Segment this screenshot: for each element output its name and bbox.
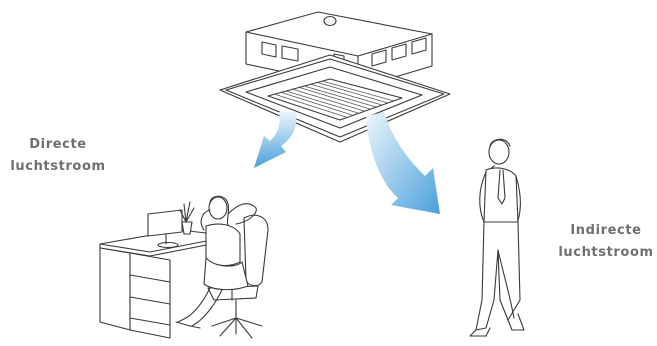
seated-woman-icon (175, 195, 269, 339)
direct-airflow-label-line1: Directe (29, 137, 87, 152)
cassette-air-conditioner-icon (219, 11, 451, 143)
plant-icon (179, 201, 195, 235)
direct-airflow-label-line2: luchtstroom (10, 159, 106, 174)
computer-monitor-icon (147, 209, 183, 249)
direct-airflow-arrow (254, 112, 297, 168)
indirect-airflow-label-line1: Indirecte (570, 223, 642, 238)
indirect-airflow-label: Indirecte luchtstroom (552, 220, 657, 264)
indirect-airflow-arrow (366, 112, 440, 214)
standing-man-icon (469, 138, 525, 337)
indirect-airflow-label-line2: luchtstroom (558, 245, 654, 260)
direct-airflow-label: Directe luchtstroom (4, 134, 112, 178)
